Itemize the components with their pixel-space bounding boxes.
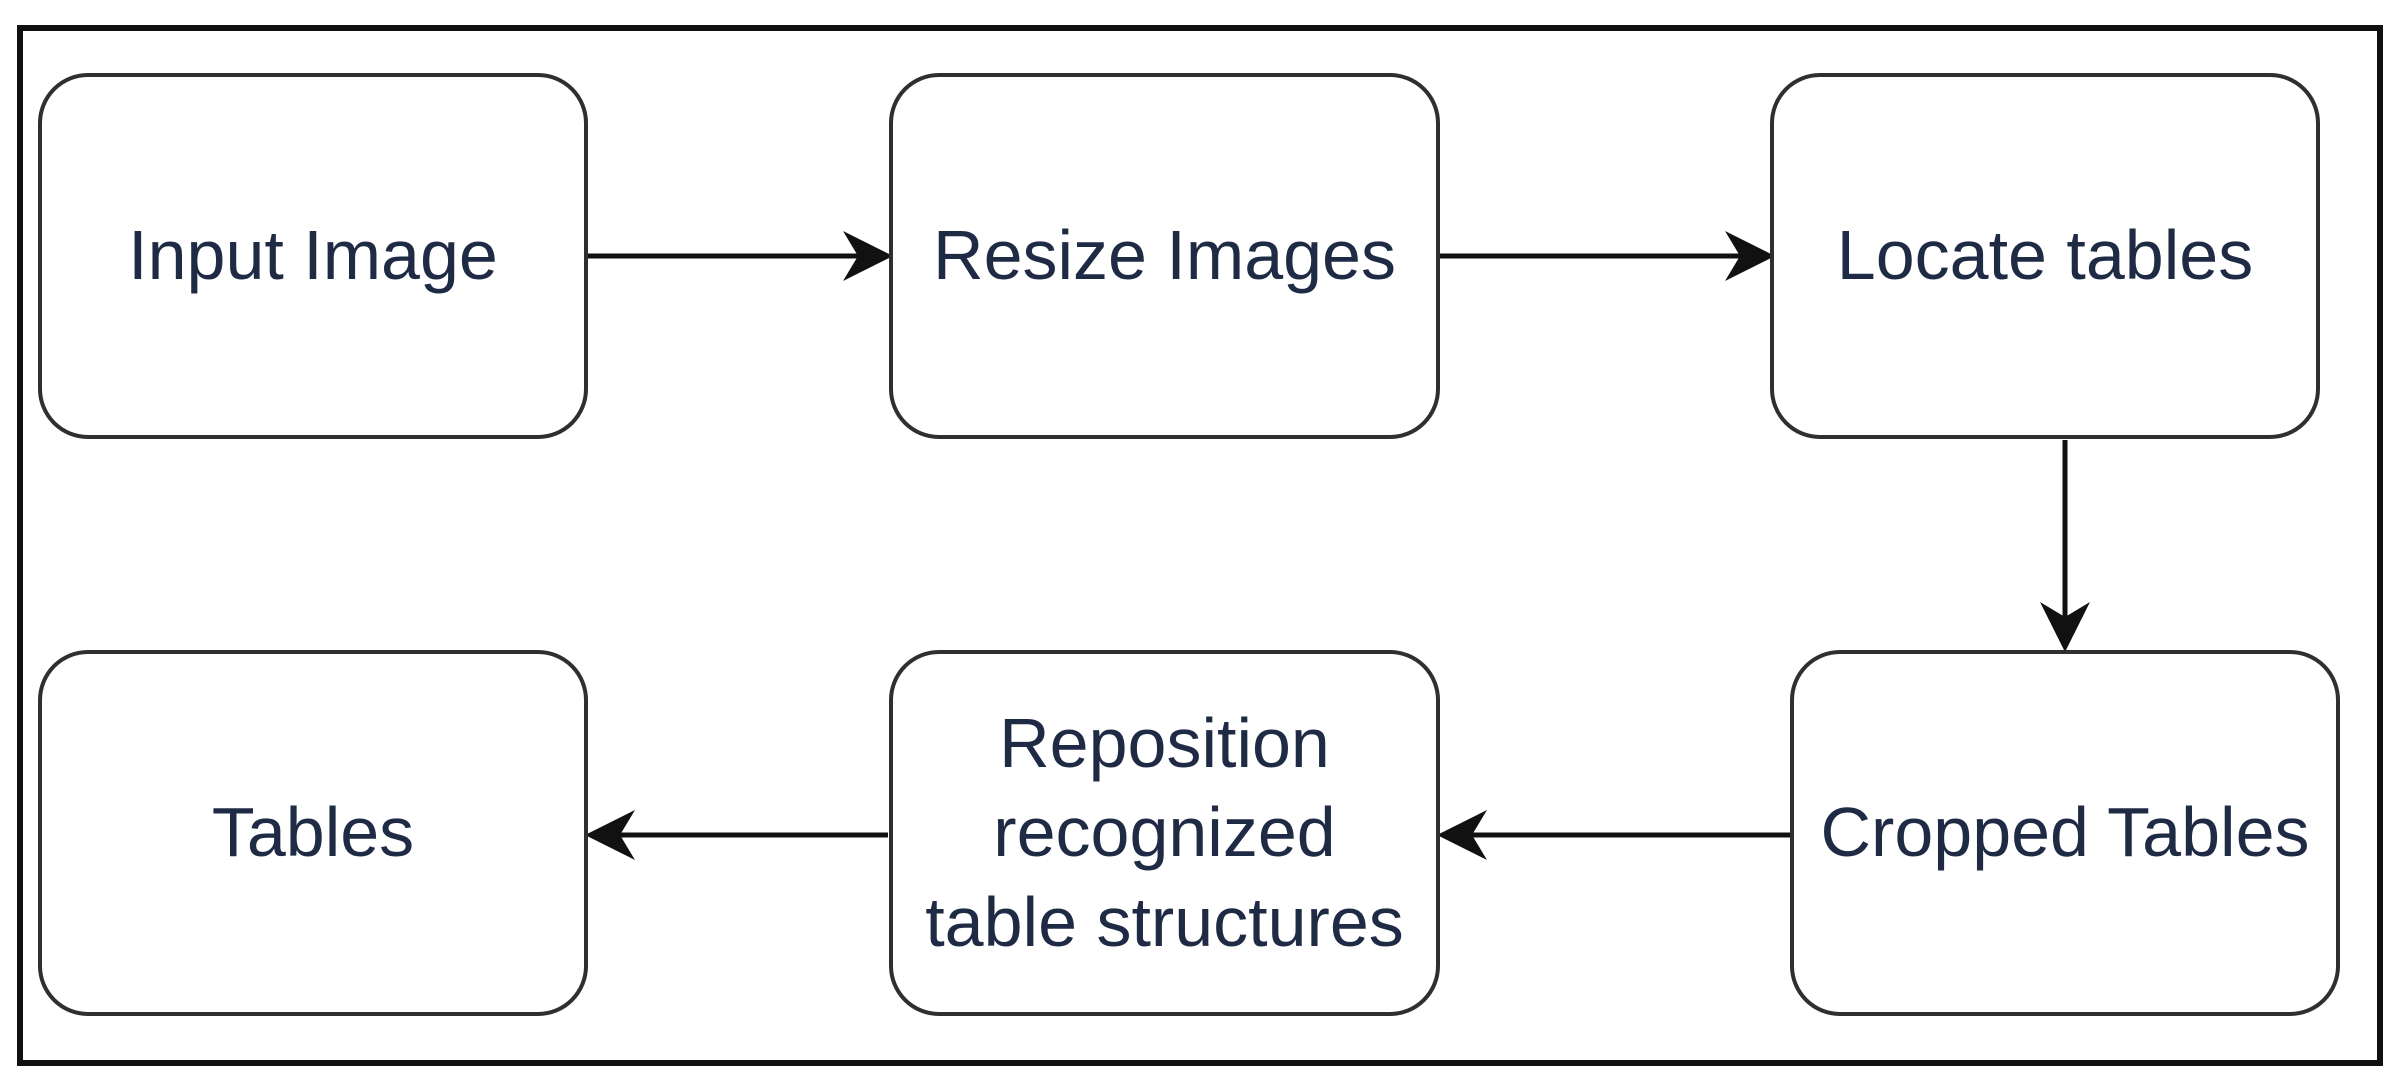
node-resize-images: Resize Images — [889, 73, 1440, 439]
node-reposition-line-3: table structures — [925, 882, 1404, 961]
node-tables: Tables — [38, 650, 588, 1016]
node-reposition-line-2: recognized — [993, 793, 1336, 872]
node-tables-label: Tables — [211, 793, 415, 872]
node-resize-images-label: Resize Images — [933, 216, 1396, 295]
node-cropped-tables-label: Cropped Tables — [1820, 793, 2310, 872]
node-locate-tables: Locate tables — [1770, 73, 2320, 439]
node-locate-tables-label: Locate tables — [1836, 216, 2254, 295]
node-cropped-tables: Cropped Tables — [1790, 650, 2340, 1016]
node-reposition-structures: Reposition recognized table structures — [889, 650, 1440, 1016]
node-input-image: Input Image — [38, 73, 588, 439]
node-reposition-line-1: Reposition — [999, 703, 1330, 782]
node-input-image-label: Input Image — [128, 216, 498, 295]
